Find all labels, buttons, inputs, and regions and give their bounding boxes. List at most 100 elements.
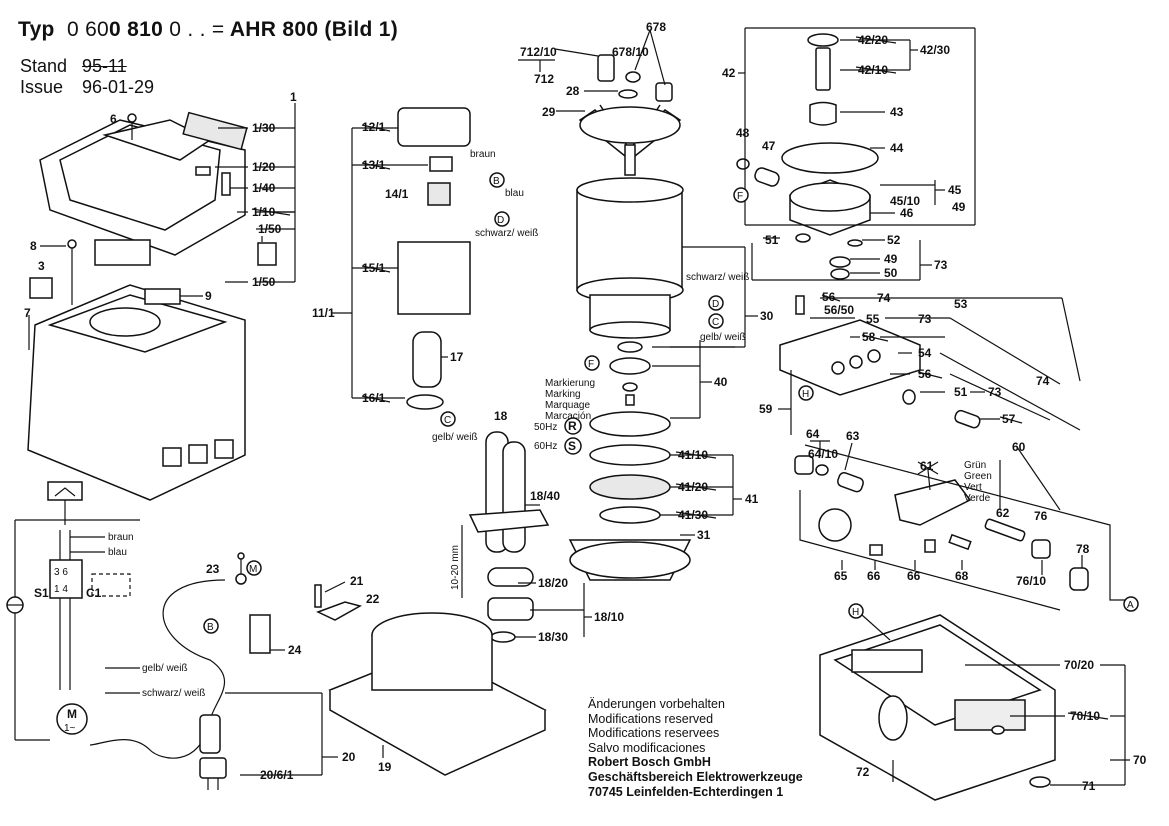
callout-f-2: F [737, 191, 743, 202]
label-678-10: 678/10 [612, 45, 649, 59]
label-78: 78 [1076, 542, 1090, 556]
wire-schwarz-weiss: schwarz/ weiß [142, 688, 205, 699]
callout-c-1: C [444, 415, 451, 426]
motor-assembly: 678 712/10 678/10 712 28 29 30 40 41/10 … [518, 20, 774, 581]
label-46: 46 [900, 206, 914, 220]
label-31: 31 [697, 528, 711, 542]
label-47: 47 [762, 139, 776, 153]
typ-label: Typ [18, 18, 55, 41]
label-18-40: 18/40 [530, 489, 560, 503]
wire-schwarz-weiss-3: schwarz/ weiß [686, 272, 749, 283]
note-markierung: Markierung [545, 378, 595, 389]
note-60hz: 60Hz [534, 441, 557, 452]
wire-blau-2: blau [505, 188, 524, 199]
label-45-10: 45/10 [890, 194, 920, 208]
top-cover-leaders: 1 1/30 1/20 1/40 1/10 1/50 1/50 6 8 3 7 … [24, 90, 297, 342]
label-62: 62 [996, 506, 1010, 520]
label-29: 29 [542, 105, 556, 119]
wire-gelb-weiss-2: gelb/ weiß [432, 432, 478, 443]
note-marking: Marking [545, 389, 581, 400]
label-21: 21 [350, 574, 364, 588]
label-49-top: 49 [952, 200, 966, 214]
label-71: 71 [1082, 779, 1096, 793]
label-43: 43 [890, 105, 904, 119]
note-verde: Verde [964, 493, 991, 504]
label-63: 63 [846, 429, 860, 443]
top-cover-assembly [29, 111, 277, 305]
label-712-10: 712/10 [520, 45, 557, 59]
label-1: 1 [290, 90, 297, 104]
stand-label: Stand [20, 56, 68, 76]
label-74b: 74 [1036, 374, 1050, 388]
footer-line-3: Modifications reservees [588, 726, 720, 741]
callout-m: M [249, 564, 257, 575]
label-51a: 51 [765, 233, 779, 247]
label-22: 22 [366, 592, 380, 606]
label-s1: S1 [34, 586, 49, 600]
label-30: 30 [760, 309, 774, 323]
label-66b: 66 [907, 569, 921, 583]
label-50: 50 [884, 266, 898, 280]
label-20: 20 [342, 750, 356, 764]
label-1-40: 1/40 [252, 181, 276, 195]
wire-braun-2: braun [470, 149, 496, 160]
document-title: Typ 0 600 810 0 . . = AHR 800 (Bild 1) [18, 18, 398, 42]
wire-gelb-weiss: gelb/ weiß [142, 663, 188, 674]
label-40: 40 [714, 375, 728, 389]
label-7: 7 [24, 306, 31, 320]
label-64-10: 64/10 [808, 447, 838, 461]
note-50hz: 50Hz [534, 422, 557, 433]
label-72: 72 [856, 765, 870, 779]
label-8: 8 [30, 239, 37, 253]
type-code-bold: 0 810 [109, 18, 164, 41]
footer-notice: Änderungen vorbehalten Modifications res… [588, 697, 803, 799]
label-1-50a: 1/50 [258, 222, 282, 236]
motor-symbol-sub: 1~ [64, 723, 76, 734]
dimension-10-20mm: 10-20 mm [450, 545, 461, 590]
label-52: 52 [887, 233, 901, 247]
label-73c: 73 [988, 385, 1002, 399]
pump-head-assembly: 42/20 42/30 42/10 42 43 44 45 45/10 46 4… [722, 27, 976, 281]
label-53: 53 [954, 297, 968, 311]
callout-b-2: B [207, 622, 214, 633]
wire-blau: blau [108, 547, 127, 558]
footer-company: Robert Bosch GmbH [588, 755, 711, 770]
label-1-30: 1/30 [252, 121, 276, 135]
wire-schwarz-weiss-2: schwarz/ weiß [475, 228, 538, 239]
label-18-30: 18/30 [538, 630, 568, 644]
note-marcacion: Marcación [545, 411, 591, 422]
motor-symbol: M [67, 707, 77, 721]
label-20-6-1: 20/6/1 [260, 768, 294, 782]
label-45: 45 [948, 183, 962, 197]
label-11-1: 11/1 [312, 306, 335, 320]
label-48: 48 [736, 126, 750, 140]
label-70: 70 [1133, 753, 1147, 767]
label-18-20: 18/20 [538, 576, 568, 590]
type-code-prefix: 0 60 [66, 18, 110, 41]
footer-line-2: Modifications reserved [588, 711, 714, 726]
label-23: 23 [206, 562, 220, 576]
callout-f-1: F [588, 359, 594, 370]
label-76: 76 [1034, 509, 1048, 523]
footer-line-4: Salvo modificaciones [588, 740, 706, 755]
label-28: 28 [566, 84, 580, 98]
callout-s: S [568, 439, 576, 453]
wiring-schematic: 3 6 1 4 S1 C1 M 1~ braun blau gelb/ weiß… [6, 481, 205, 741]
note-marquage: Marquage [545, 400, 590, 411]
label-712: 712 [534, 72, 554, 86]
callout-r: R [568, 419, 577, 433]
label-6: 6 [110, 112, 117, 126]
label-68: 68 [955, 569, 969, 583]
switch-contacts-top: 3 6 [54, 567, 68, 578]
label-41: 41 [745, 492, 759, 506]
label-76-10: 76/10 [1016, 574, 1046, 588]
wire-gelb-weiss-3: gelb/ weiß [700, 332, 746, 343]
label-1-10: 1/10 [252, 205, 276, 219]
model-name: AHR 800 (Bild 1) [229, 18, 398, 41]
label-18-10: 18/10 [594, 610, 624, 624]
spray-gun-assembly: 64 64/10 63 61 60 Grün Green Vert Verde … [794, 427, 1139, 612]
switch-contacts-bottom: 1 4 [54, 584, 68, 595]
issue-value: 96-01-29 [82, 77, 155, 97]
